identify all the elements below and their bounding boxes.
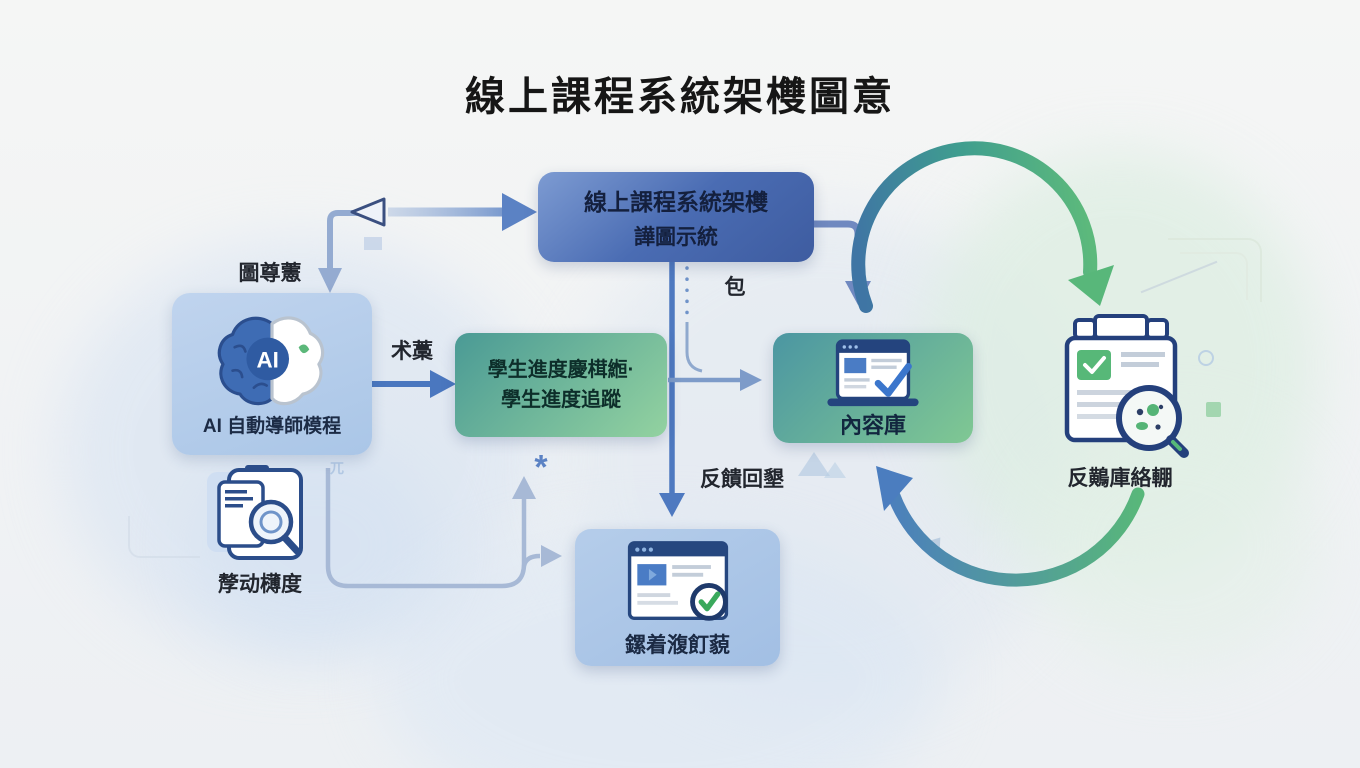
laptop-check-icon [827, 339, 919, 407]
edge-label-feedback: 反饋回墾 [700, 468, 784, 491]
node-ai-tutor-label: AI 自動導師模程 [202, 415, 342, 437]
edge-label-request: 术藁 [391, 340, 433, 363]
arrow-mobile-to-review [325, 468, 562, 589]
node-mobile-label: 孷动欂度 [218, 573, 302, 596]
node-system: 線上課程系統架欆 譁圖示統 [538, 172, 814, 262]
mountain-decoration [824, 462, 846, 478]
node-content-library-label: 內容庫 [839, 413, 906, 438]
node-review: 鏍着澓飣藐 [575, 529, 780, 666]
arrow-top-to-ai [318, 210, 360, 293]
document-scan-icon [1064, 314, 1189, 458]
node-content-library: 內容庫 [773, 333, 973, 443]
circuit-decoration [128, 516, 200, 558]
arrow-into-top-box [350, 193, 537, 231]
edge-label-package: 包 [724, 276, 746, 299]
square-decoration [1206, 402, 1221, 417]
node-system-line2: 譁圖示統 [634, 226, 718, 249]
cycle-arc-bottom [876, 466, 1145, 587]
ai-icon-label: AI [257, 347, 279, 372]
node-review-label: 鏍着澓飣藐 [625, 633, 730, 657]
node-feedback-doc: 反鷬庫絡輣 [1045, 308, 1195, 492]
cycle-arc-top [851, 141, 1114, 313]
label-above-ai: 圖尊藼 [238, 262, 302, 285]
circuit-decoration [1180, 252, 1248, 300]
node-student-progress-line1: 學生進度慶榵縆· [487, 359, 635, 381]
arrow-progress-to-content [668, 369, 762, 391]
dotted-connector [685, 266, 703, 373]
ring-decoration [1198, 350, 1214, 366]
browser-check-icon [627, 540, 728, 621]
arrow-ai-to-progress [362, 370, 456, 398]
brain-ai-icon: AI [217, 315, 325, 405]
node-ai-tutor: AI AI 自動導師模程 [172, 293, 372, 455]
node-mobile: 孷动欂度 [205, 460, 315, 598]
circuit-decoration [1168, 238, 1262, 302]
node-student-progress-line2: 學生進度追蹤 [501, 389, 621, 411]
node-feedback-doc-label: 反鷬庫絡輣 [1067, 467, 1173, 490]
glyph-decoration: 兀 [330, 460, 344, 476]
page-title: 線上課程系統架欆圖意 [465, 75, 895, 119]
node-student-progress: 學生進度慶榵縆· 學生進度追蹤 [455, 333, 667, 437]
edge-label-asterisk: * [534, 448, 548, 487]
tablet-search-icon [207, 465, 303, 560]
square-decoration [364, 237, 382, 250]
node-system-line1: 線上課程系統架欆 [584, 189, 768, 215]
background-blob [1030, 420, 1320, 670]
